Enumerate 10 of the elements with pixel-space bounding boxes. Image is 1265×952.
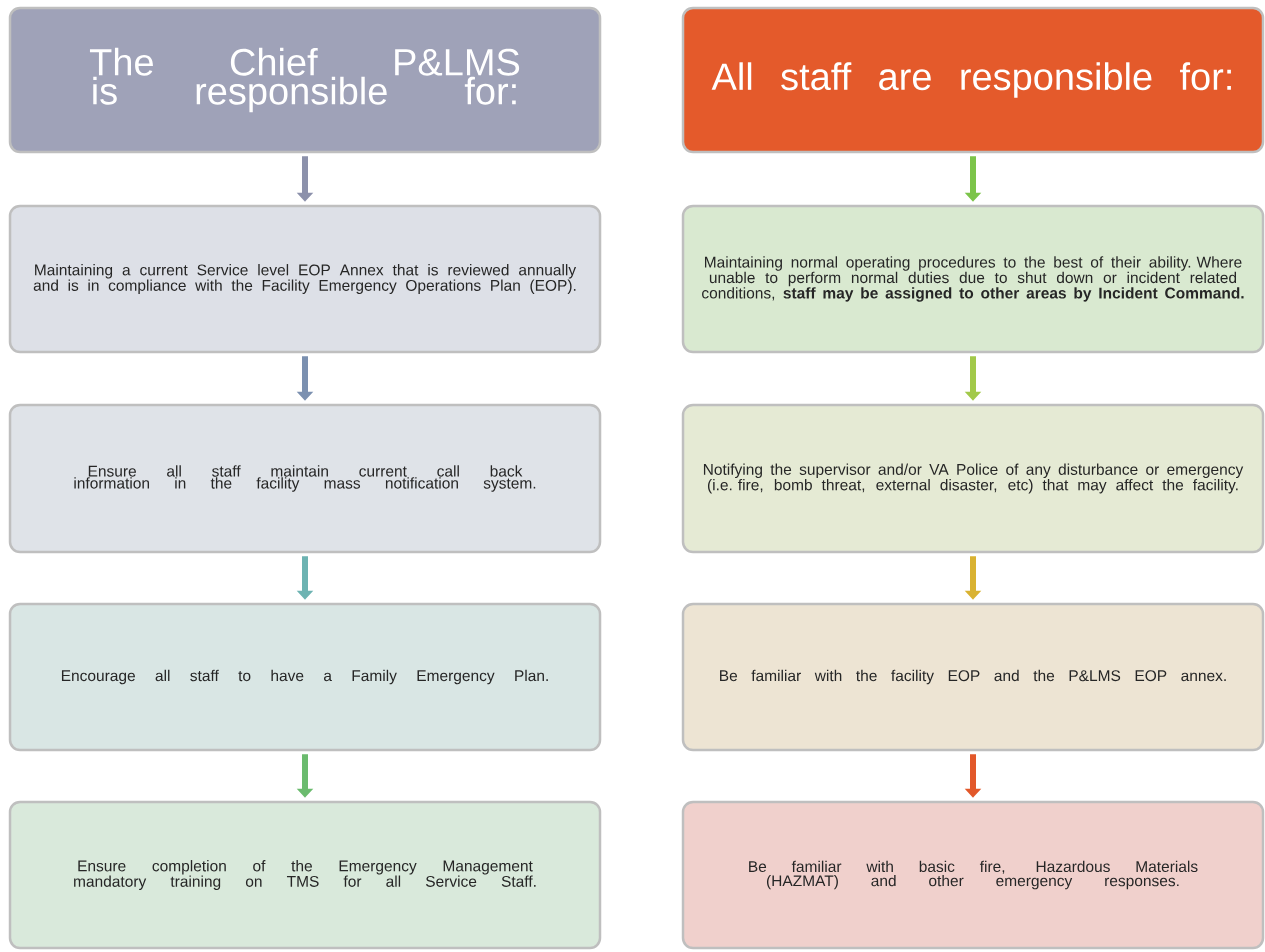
task-box: Notifying the supervisor and/or VA Police of any disturbance or emergency (i.e. fire, bomb threat, external disaster, etc) that may affect the facility. <box>681 403 1265 554</box>
task-box: Ensure completion of the Emergency Management mandatory training on TMS for all Service Staff. <box>8 800 602 950</box>
task-box: Encourage all staff to have a Family Emergency Plan. <box>8 602 602 752</box>
task-box: Be familiar with the facility EOP and the P&LMS EOP annex. <box>681 602 1265 752</box>
task-box: Ensure all staff maintain current call back information in the facility mass notification system. <box>8 403 602 554</box>
task-box: Maintaining normal operating procedures to the best of their ability. Where unable to perform normal duties due to shut down or incident related conditions, staff may be assigned to other areas by Incident Command. <box>681 204 1265 354</box>
heading-box: All staff are responsible for: <box>681 6 1265 154</box>
task-box: Be familiar with basic fire, Hazardous Materials (HAZMAT) and other emergency responses. <box>681 800 1265 950</box>
heading-box: The Chief P&LMS is responsible for: <box>8 6 602 154</box>
task-box: Maintaining a current Service level EOP Annex that is reviewed annually and is in compliance with the Facility Emergency Operations Plan (EOP). <box>8 204 602 354</box>
